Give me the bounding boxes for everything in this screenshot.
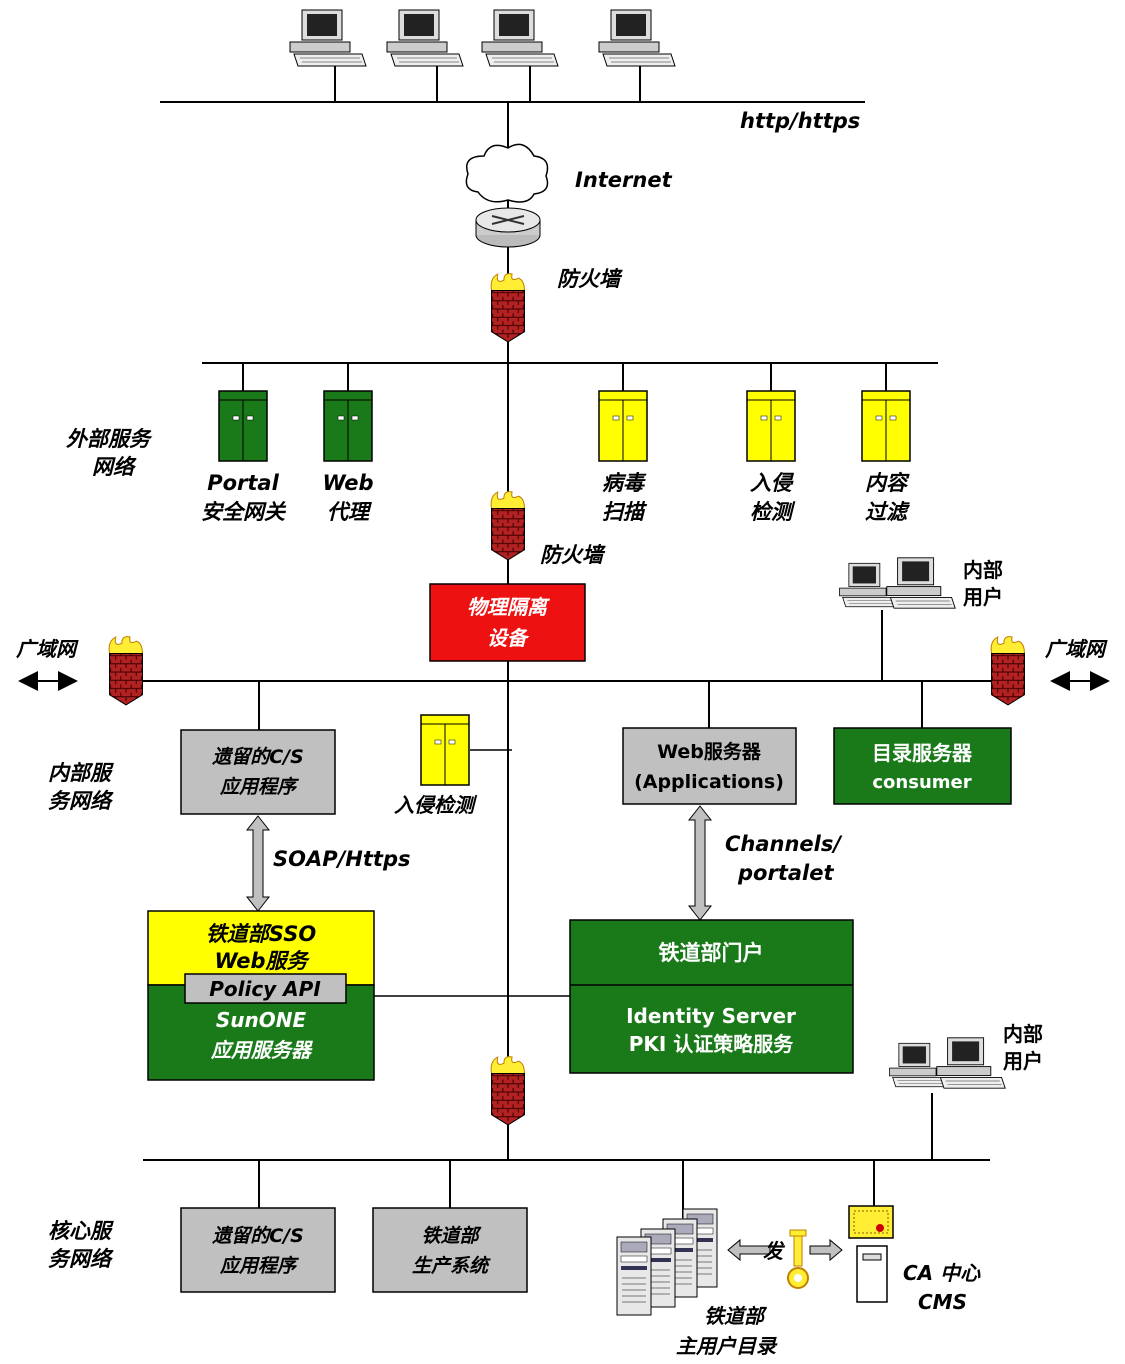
- client-pcs: [290, 10, 675, 102]
- ids-label: 入侵检测: [394, 793, 478, 817]
- ca-server-icon: [857, 1246, 887, 1302]
- issue-arrow: [728, 1240, 842, 1260]
- external-server-label: 安全网关: [201, 500, 287, 524]
- external-server-label: 代理: [327, 500, 372, 524]
- server-tower-icon: [617, 1237, 651, 1315]
- wan-label-left: 广域网: [16, 637, 79, 661]
- portal-label-2: PKI 认证策略服务: [629, 1032, 795, 1056]
- external-server-label: 扫描: [602, 500, 648, 524]
- pc-icon: [599, 10, 675, 66]
- production-label-2: 生产系统: [412, 1255, 491, 1277]
- sso-label-1: 铁道部SSO: [206, 922, 317, 946]
- portal-title: 铁道部门户: [659, 941, 764, 965]
- policy-api-label: Policy API: [209, 977, 321, 1001]
- server-icon: [219, 391, 267, 461]
- sso-label-2: Web服务: [214, 949, 310, 973]
- protocol-label: http/https: [740, 109, 860, 133]
- cloud-icon: [466, 144, 547, 202]
- core-zone-label-1: 核心服: [48, 1219, 114, 1243]
- user-directory-servers: [617, 1209, 717, 1315]
- external-server-label: Web: [322, 471, 373, 495]
- server-icon: [747, 391, 795, 461]
- sso-label-3: SunONE: [216, 1008, 307, 1032]
- server-icon: [599, 391, 647, 461]
- production-system-box: [373, 1208, 527, 1292]
- channels-label-2: portalet: [737, 861, 834, 885]
- core-legacy-label-2: 应用程序: [219, 1255, 299, 1277]
- external-zone-label-1: 外部服务: [66, 427, 153, 451]
- channels-arrow: [689, 806, 711, 920]
- legacy-app-label-1: 遗留的C/S: [211, 746, 304, 768]
- internal-users-label-2: 用户: [963, 585, 1003, 609]
- firewall-icon: [491, 492, 524, 560]
- directory-label-2: consumer: [872, 772, 971, 793]
- pc-icon: [890, 1043, 949, 1086]
- internal-users-label-1: 内部: [963, 558, 1003, 582]
- pc-icon: [937, 1038, 1005, 1088]
- internal-zone-label-1: 内部服: [48, 761, 114, 785]
- channels-label-1: Channels/: [725, 832, 843, 856]
- user-dir-label-1: 铁道部: [704, 1304, 768, 1328]
- external-zone-label-2: 网络: [92, 455, 137, 479]
- isolation-label-2: 设备: [487, 626, 530, 650]
- external-server-label: 过滤: [865, 500, 911, 524]
- server-icon: [421, 715, 469, 785]
- internal-users-label-4: 用户: [1003, 1049, 1043, 1073]
- ca-label-2: CMS: [918, 1290, 967, 1314]
- key-icon: [788, 1230, 808, 1288]
- pc-icon: [290, 10, 366, 66]
- production-label-1: 铁道部: [421, 1225, 482, 1247]
- legacy-app-label-2: 应用程序: [219, 776, 299, 798]
- core-legacy-label-1: 遗留的C/S: [211, 1225, 304, 1247]
- user-dir-label-2: 主用户目录: [676, 1334, 778, 1358]
- certificate-icon: [849, 1206, 893, 1238]
- server-icon: [862, 391, 910, 461]
- server-icon: [324, 391, 372, 461]
- external-server-label: 内容: [865, 471, 910, 495]
- core-zone-label-2: 务网络: [48, 1247, 114, 1271]
- web-server-label-2: (Applications): [634, 771, 784, 793]
- external-server-label: 入侵: [750, 471, 795, 495]
- firewall-icon: [991, 637, 1024, 705]
- firewall-icon: [491, 274, 524, 342]
- external-server-label: Portal: [207, 471, 279, 495]
- pc-icon: [387, 10, 463, 66]
- isolation-label-1: 物理隔离: [467, 595, 550, 619]
- portal-label-1: Identity Server: [626, 1004, 796, 1028]
- pc-icon: [840, 563, 899, 606]
- wan-label-right: 广域网: [1045, 637, 1108, 661]
- directory-label-1: 目录服务器: [872, 741, 973, 765]
- internal-zone-label-2: 务网络: [48, 789, 114, 813]
- core-legacy-app-box: [181, 1208, 335, 1292]
- firewall-label-1: 防火墙: [557, 267, 623, 291]
- router-icon: [476, 208, 540, 247]
- legacy-app-box: [181, 730, 335, 814]
- ca-label-1: CA 中心: [903, 1261, 981, 1285]
- firewall-icon: [491, 1057, 524, 1125]
- internal-users-label-3: 内部: [1003, 1022, 1043, 1046]
- web-server-label-1: Web服务器: [657, 740, 762, 763]
- pc-icon: [887, 558, 955, 608]
- sso-label-4: 应用服务器: [210, 1038, 313, 1062]
- external-server-label: 病毒: [602, 471, 647, 495]
- issue-label: 发: [763, 1239, 786, 1263]
- soap-arrow: [247, 816, 269, 911]
- firewall-label-2: 防火墙: [540, 543, 606, 567]
- pc-icon: [482, 10, 558, 66]
- external-server-label: 检测: [750, 500, 796, 524]
- internet-label: Internet: [575, 168, 673, 192]
- firewall-icon: [109, 637, 142, 705]
- soap-label: SOAP/Https: [273, 847, 410, 871]
